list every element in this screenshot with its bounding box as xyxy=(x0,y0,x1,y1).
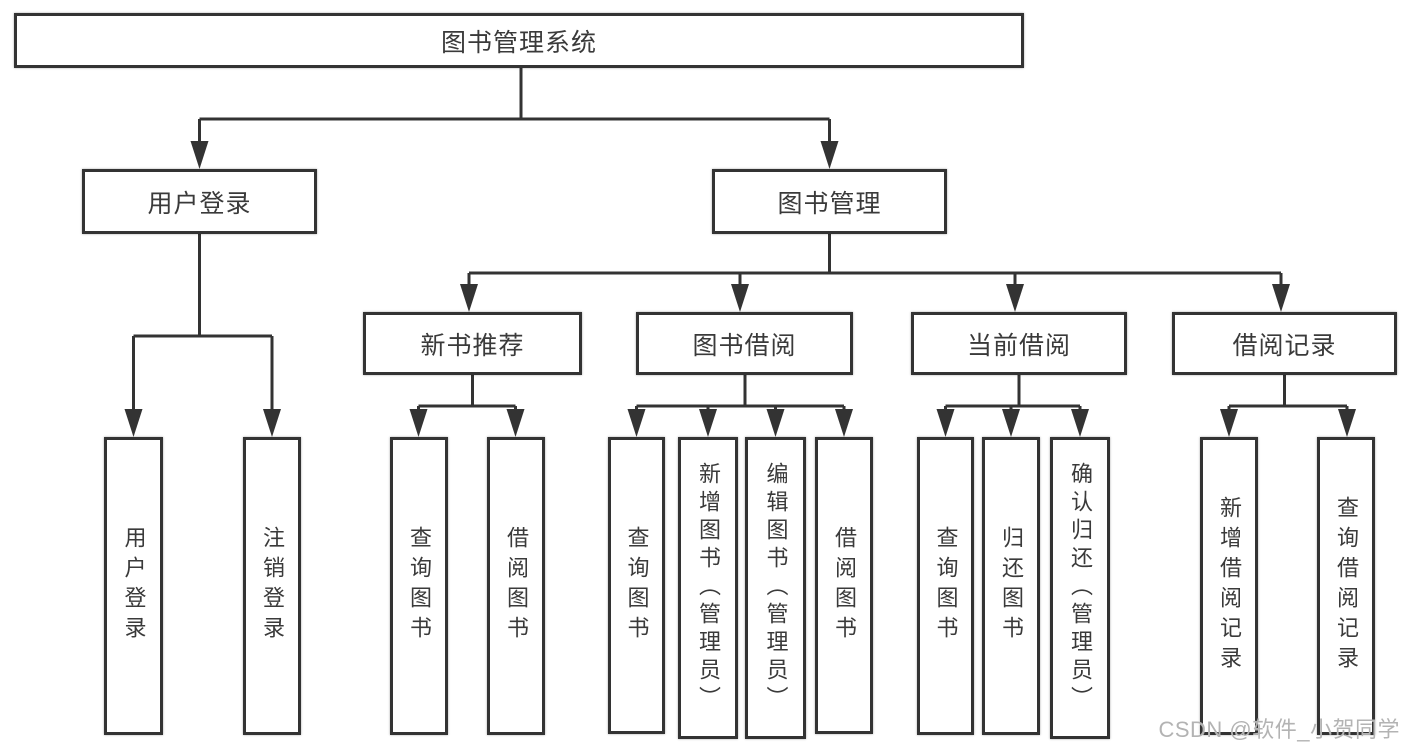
arrowhead-icons xyxy=(124,141,1356,437)
node-new-book-recommend: 新书推荐 xyxy=(363,312,582,375)
node-label: 当前借阅 xyxy=(966,331,1071,360)
node-label: 借阅图书 xyxy=(504,526,529,646)
leaf-borrowing-edit-books-admin: 编辑图书（管理员） xyxy=(745,437,806,739)
node-label: 新增借阅记录 xyxy=(1217,496,1242,676)
node-root-system: 图书管理系统 xyxy=(14,13,1024,68)
node-label: 查询借阅记录 xyxy=(1334,496,1359,676)
leaf-current-confirm-return-admin: 确认归还（管理员） xyxy=(1050,437,1110,739)
node-book-borrowing: 图书借阅 xyxy=(636,312,853,375)
leaf-recommend-borrow-books: 借阅图书 xyxy=(487,437,545,735)
leaf-recommend-query-books: 查询图书 xyxy=(390,437,448,735)
node-user-login: 用户登录 xyxy=(82,169,317,234)
leaf-current-return-books: 归还图书 xyxy=(982,437,1040,735)
leaf-logout: 注销登录 xyxy=(243,437,301,735)
node-borrow-records: 借阅记录 xyxy=(1172,312,1397,375)
node-label: 图书管理系统 xyxy=(440,28,597,57)
leaf-records-query-record: 查询借阅记录 xyxy=(1317,437,1375,735)
node-label: 图书管理 xyxy=(777,189,882,218)
node-label: 查询图书 xyxy=(624,525,650,646)
node-label: 用户登录 xyxy=(121,526,147,646)
leaf-borrowing-borrow-books: 借阅图书 xyxy=(815,437,873,734)
leaf-records-add-record: 新增借阅记录 xyxy=(1200,437,1258,735)
node-label: 归还图书 xyxy=(999,526,1024,646)
node-label: 借阅图书 xyxy=(832,525,857,646)
leaf-borrowing-add-books-admin: 新增图书（管理员） xyxy=(678,437,738,739)
node-label: 图书借阅 xyxy=(692,331,797,360)
node-label: 查询图书 xyxy=(407,526,432,646)
leaf-current-query-books: 查询图书 xyxy=(917,437,974,735)
node-label: 编辑图书（管理员） xyxy=(763,462,789,714)
node-label: 注销登录 xyxy=(260,526,285,646)
node-label: 借阅记录 xyxy=(1232,331,1337,360)
node-label: 新增图书（管理员） xyxy=(696,462,721,714)
node-label: 用户登录 xyxy=(147,189,252,218)
leaf-user-login: 用户登录 xyxy=(104,437,163,735)
csdn-watermark: CSDN @软件_小贺同学 xyxy=(1158,717,1400,742)
node-label: 新书推荐 xyxy=(420,331,525,360)
leaf-borrowing-query-books: 查询图书 xyxy=(608,437,665,734)
node-label: 查询图书 xyxy=(933,526,959,646)
node-book-management: 图书管理 xyxy=(712,169,947,234)
node-label: 确认归还（管理员） xyxy=(1068,462,1093,714)
node-current-borrowing: 当前借阅 xyxy=(911,312,1127,375)
